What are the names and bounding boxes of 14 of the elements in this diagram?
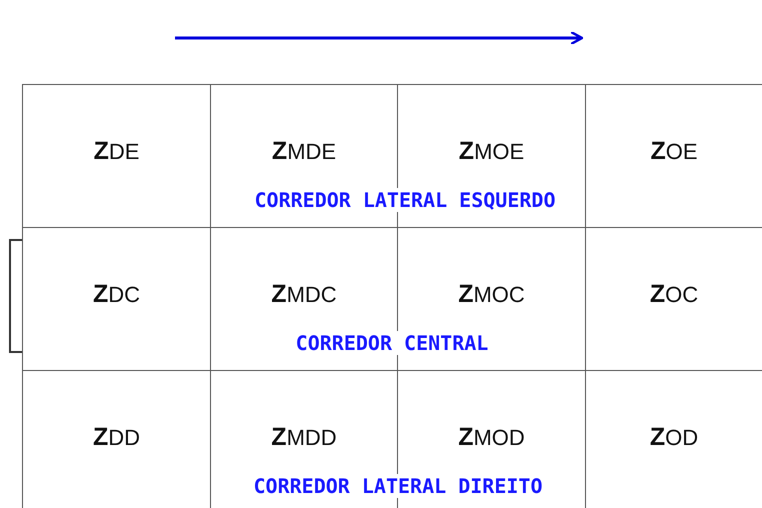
zone-code: ZOD: [650, 425, 698, 450]
zone-code: ZDE: [94, 139, 140, 164]
zone-code: ZMDC: [271, 282, 337, 307]
zone-cell: [22, 84, 211, 228]
zone-code: ZMDE: [272, 139, 336, 164]
zone-code: ZDD: [92, 425, 140, 450]
zone-code: ZMOC: [458, 282, 525, 307]
corridor-label: CORREDOR LATERAL DIREITO: [252, 474, 544, 498]
zone-code: ZMOE: [458, 139, 524, 164]
zone-code: ZMDD: [271, 425, 337, 450]
zone-code: ZOC: [650, 282, 698, 307]
zone-code: ZOE: [650, 139, 698, 164]
zone-code: ZMOD: [458, 425, 525, 450]
zone-code: ZDC: [92, 282, 140, 307]
